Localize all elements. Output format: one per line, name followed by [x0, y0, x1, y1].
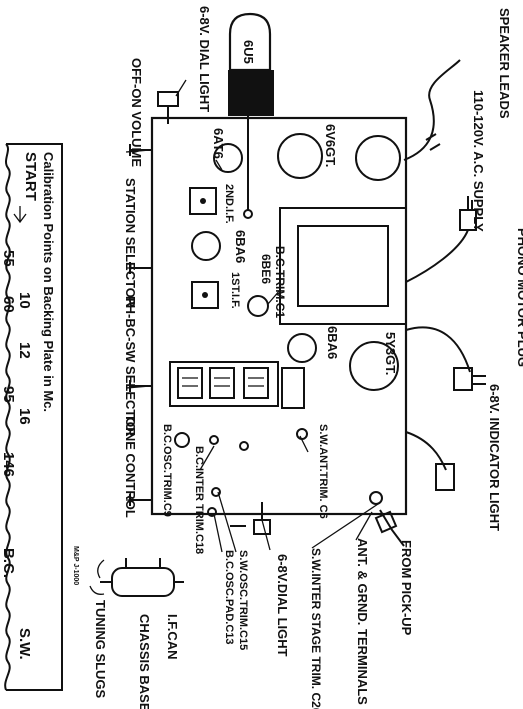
- credit-label: M&P J-1000: [72, 546, 79, 585]
- sw-interstage-trim-c26-label: S.W.INTER STAGE TRIM. C26: [309, 548, 323, 709]
- upper-dial-light-socket: [157, 91, 179, 107]
- chassis-base-label: CHASSIS BASE: [137, 614, 152, 709]
- start-arrow: [13, 206, 27, 224]
- sw-ant-trim-c6-label: S.W.ANT.TRIM. C6: [317, 424, 329, 519]
- chassis-plate: [150, 116, 408, 535]
- bc-value: 95: [0, 386, 17, 403]
- phono-motor-plug-label: PHONO MOTOR PLUG: [515, 228, 523, 367]
- trimmer-c18: [209, 435, 219, 445]
- tuning-slugs-label: TUNING SLUGS: [93, 600, 108, 699]
- dial-light-top-label: 6-8V. DIAL LIGHT: [197, 6, 212, 112]
- trimmer-c26: [369, 491, 383, 505]
- ant-grnd-terminals-label: ANT. & GRND. TERMINALS: [355, 538, 370, 705]
- socket-6ba6-right: [287, 333, 317, 363]
- tube-6v6gt-label: 6V6GT.: [323, 124, 338, 167]
- first-if-screw: [202, 292, 208, 298]
- trimmer-c13: [207, 507, 217, 517]
- bc-osc-trim-c9-label: B.C.OSC.TRIM.C9: [161, 424, 173, 517]
- trimmer-c15: [211, 487, 221, 497]
- socket-5y3gt: [349, 341, 399, 391]
- phono-motor-plug: [453, 367, 473, 391]
- bc-trim-c1-label: B.C.TRIM.C1: [273, 246, 287, 318]
- dial-light-bottom-label: 6-8V.DIAL LIGHT: [275, 554, 290, 657]
- tube-6u5: 6U5: [228, 12, 274, 219]
- phono-motor-cable: [405, 326, 471, 373]
- pickup-plug: [374, 510, 398, 534]
- second-if-label: 2ND.I.F.: [223, 184, 235, 224]
- component-labels: SPEAKER LEADS 6-8V. DIAL LIGHT OFF-ON VO…: [72, 6, 523, 709]
- leader-lines: [125, 79, 379, 553]
- power-transformer: [279, 207, 407, 325]
- calibration-panel-border: [4, 143, 63, 691]
- sw-value: 12: [16, 342, 33, 359]
- if-can-label: I.F.CAN: [165, 614, 180, 660]
- sw-value: 16: [16, 408, 33, 425]
- calibration-start-label: START: [22, 152, 39, 201]
- tube-6at6-label: 6AT6: [211, 128, 226, 159]
- speaker-lug: [425, 133, 441, 151]
- first-if-can: [191, 281, 219, 309]
- tone-control-label: TONE CONTROL: [123, 414, 138, 518]
- ac-supply-cable: [405, 229, 469, 283]
- bc-inter-trim-c18-label: B.C.INTER TRIM.C18: [193, 446, 205, 554]
- socket-6at6: [213, 143, 243, 173]
- indicator-light-cable: [405, 431, 447, 471]
- socket-6v6gt-rim: [355, 135, 401, 181]
- socket-6be6: [247, 295, 269, 317]
- indicator-light-socket: [435, 463, 455, 491]
- sw-value: 10: [16, 292, 33, 309]
- off-on-volume-label: OFF-ON VOLUME: [129, 58, 144, 167]
- tube-6u5-label: 6U5: [241, 40, 256, 64]
- tube-6ba6-left-label: 6BA6: [233, 230, 248, 263]
- pickup-cable: [379, 509, 405, 547]
- sw-band-label: S.W.: [16, 628, 33, 660]
- tuning-gang-condenser: [169, 361, 305, 409]
- speaker-leads-label: SPEAKER LEADS: [497, 8, 512, 119]
- second-if-screw: [200, 198, 206, 204]
- from-pickup-label: FROM PICK-UP: [399, 540, 414, 636]
- bc-value: 60: [0, 296, 17, 313]
- calibration-sw-row: 10 12 16 S.W.: [16, 292, 33, 660]
- socket-6ba6-left: [191, 231, 221, 261]
- station-selector-label: STATION SELECTOR: [123, 178, 138, 308]
- lower-dial-light: [230, 502, 271, 535]
- ac-supply-label: 110-120V. A.C. SUPPLY: [471, 90, 486, 232]
- if-can-detail: [89, 558, 184, 597]
- bc-value: 146: [0, 452, 17, 477]
- calibration-title: Calibration Points on Backing Plate in M…: [41, 152, 56, 412]
- trimmer-extra: [239, 441, 249, 451]
- speaker-leads-cable: [403, 59, 461, 161]
- bc-osc-pad-c13-label: B.C.OSC.PAD.C13: [223, 550, 235, 645]
- trimmer-c9: [174, 432, 190, 448]
- second-if-can: [189, 187, 217, 215]
- external-connections: [374, 59, 486, 547]
- tube-6be6-label: 6BE6: [259, 254, 273, 284]
- indicator-light-label: 6-8V. INDICATOR LIGHT: [487, 384, 502, 531]
- bc-band-label: B.C.: [0, 548, 17, 578]
- calibration-panel: Calibration Points on Backing Plate in M…: [0, 143, 63, 691]
- tube-5y3gt-label: 5Y3GT.: [383, 332, 398, 375]
- tube-6ba6-right-label: 6BA6: [325, 326, 340, 359]
- socket-6v6gt: [277, 133, 323, 179]
- calibration-bc-row: 55 60 95 146 B.C.: [0, 250, 17, 578]
- ph-bc-sw-selector-label: PH-BC-SW SELECTOR: [123, 296, 138, 437]
- power-transformer-core: [297, 225, 389, 307]
- bc-value: 55: [0, 250, 17, 267]
- first-if-label: 1ST.I.F.: [229, 272, 241, 309]
- sw-osc-trim-c15-label: S.W.OSC.TRIM.C15: [237, 550, 249, 650]
